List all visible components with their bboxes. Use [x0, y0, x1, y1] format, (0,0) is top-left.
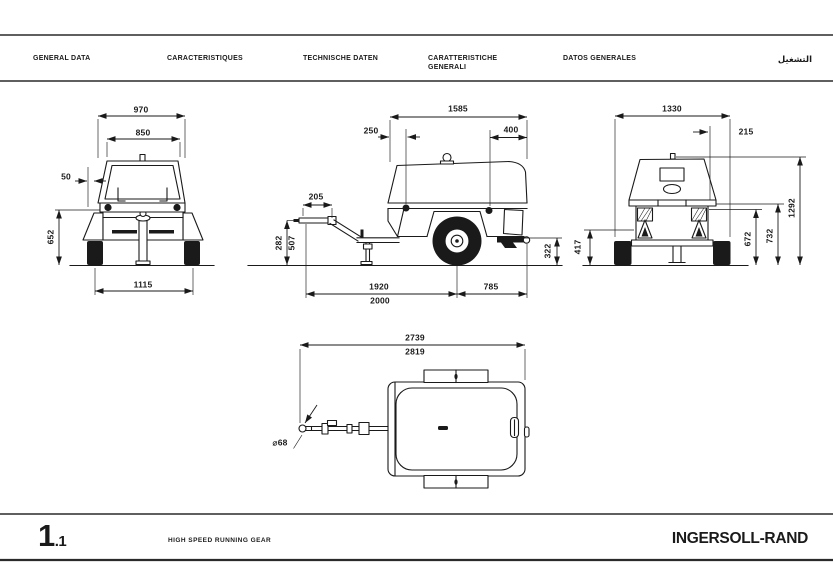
side-view-drawing [247, 114, 563, 298]
dim-side-axle-to-rear: 785 [483, 281, 499, 292]
header-label-en: GENERAL DATA [33, 55, 91, 62]
dim-side-eye-to-axle: 1920 [369, 281, 389, 292]
dim-rear-frame-height: 417 [572, 239, 583, 255]
dim-front-canopy-width: 850 [135, 127, 151, 138]
dim-rear-overall-width: 1330 [662, 103, 682, 114]
dim-front-overall-width: 970 [133, 104, 149, 115]
header-label-it: CARATTERISTICHE GENERALI [428, 55, 498, 71]
dim-top-length-max: 2819 [405, 346, 425, 357]
dim-side-eye-to-axle-max: 2000 [370, 295, 390, 306]
dim-rear-overall-height: 1292 [786, 198, 797, 218]
top-view-drawing [293, 342, 530, 489]
section-number-minor: .1 [54, 533, 67, 550]
rear-view-drawing [582, 113, 806, 267]
dim-top-eye-diameter: ⌀68 [272, 437, 288, 448]
dim-side-front-lift: 250 [363, 125, 379, 136]
dim-top-length-min: 2739 [405, 332, 425, 343]
section-number: 1.1 [38, 518, 67, 553]
brand-logo: INGERSOLL-RAND [671, 530, 808, 547]
dim-rear-canopy-offset: 215 [738, 126, 754, 137]
page-caption: HIGH SPEED RUNNING GEAR [168, 537, 272, 544]
dim-front-canopy-overhang: 50 [61, 171, 71, 182]
dim-rear-body-height-inner: 672 [742, 231, 753, 247]
header-label-de: TECHNISCHE DATEN [303, 55, 379, 62]
dim-front-bed-height: 652 [45, 229, 56, 245]
header-label-ar: التشغيل [777, 54, 812, 64]
dim-side-body-length: 1585 [448, 103, 468, 114]
header-label-fr: CARACTERISTIQUES [167, 55, 243, 62]
dim-front-track-width: 1115 [133, 279, 153, 290]
dim-side-rear-clearance: 322 [542, 243, 553, 259]
dim-side-towbar-min: 282 [273, 235, 284, 251]
front-view-drawing [55, 113, 215, 295]
section-number-major: 1 [38, 518, 55, 553]
dim-rear-body-height-outer: 732 [764, 228, 775, 244]
dim-side-towbar-max: 507 [286, 235, 297, 251]
dim-side-handle-length: 205 [308, 191, 324, 202]
page-rules [0, 34, 833, 562]
header-label-es: DATOS GENERALES [563, 55, 637, 62]
dim-side-rear-lift: 400 [503, 124, 519, 135]
